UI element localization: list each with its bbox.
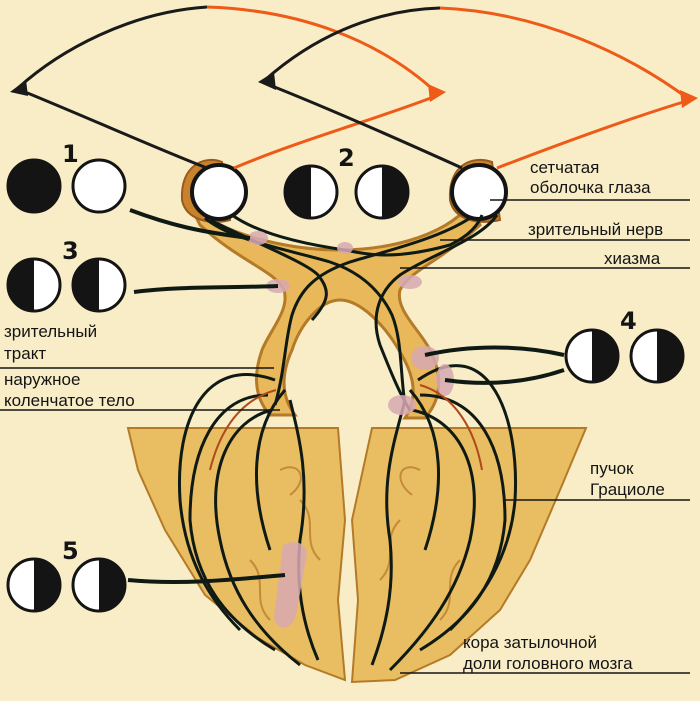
brown-fibers bbox=[209, 384, 483, 471]
label-gratiolet-line1: пучок bbox=[590, 459, 634, 478]
left-eye bbox=[180, 158, 248, 223]
label-retina-line2: оболочка глаза bbox=[530, 178, 651, 197]
label-chiasm: хиазма bbox=[604, 249, 661, 268]
label-cortex-line1: кора затылочной bbox=[463, 633, 597, 652]
label-lgn-line2: коленчатое тело bbox=[4, 391, 135, 410]
lesion-number-2: 2 bbox=[338, 144, 355, 172]
field-icons-1 bbox=[6, 158, 127, 214]
label-optic-tract-line1: зрительный bbox=[4, 322, 98, 341]
lesion-number-5: 5 bbox=[62, 537, 79, 565]
label-lgn-line1: наружное bbox=[4, 370, 81, 389]
field-icons-4 bbox=[564, 328, 685, 384]
lesion-number-4: 4 bbox=[620, 307, 637, 335]
label-optic-tract-line2: тракт bbox=[4, 344, 47, 363]
lesion-number-3: 3 bbox=[62, 237, 79, 265]
label-gratiolet-line2: Грациоле bbox=[590, 480, 665, 499]
field-icons-3 bbox=[6, 257, 127, 313]
lesion-sites bbox=[248, 231, 454, 628]
right-eye bbox=[448, 158, 508, 223]
optic-chiasm-tissue bbox=[188, 202, 482, 420]
lesion-number-1: 1 bbox=[62, 140, 79, 168]
arrow-heads bbox=[10, 72, 698, 108]
field-icons-2 bbox=[283, 164, 410, 220]
label-leaders bbox=[0, 199, 690, 674]
lesion-pointer-lines bbox=[127, 208, 565, 585]
visual-field-arrows bbox=[16, 5, 691, 170]
label-retina-line1: сетчатая bbox=[530, 158, 600, 177]
right-occipital-lobe bbox=[350, 427, 588, 684]
label-cortex-line2: доли головного мозга bbox=[463, 654, 633, 673]
label-optic-nerve: зрительный нерв bbox=[528, 220, 664, 239]
field-icons-5 bbox=[6, 557, 127, 613]
